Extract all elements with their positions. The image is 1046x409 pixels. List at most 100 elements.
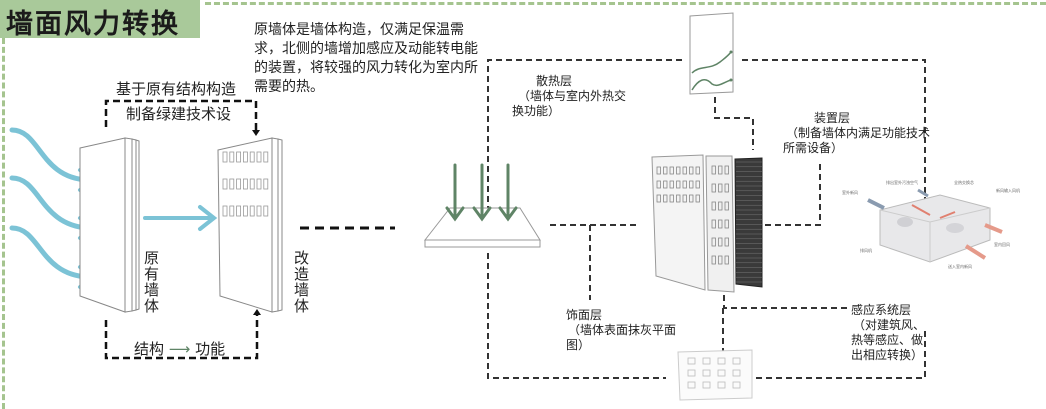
keypad-key: [687, 369, 696, 377]
keypad-key: [732, 369, 741, 377]
wall-slot: [695, 194, 700, 203]
finish-layer-title: 饰面层: [566, 308, 603, 322]
device-label-exhaust-fan: 排风机: [860, 248, 872, 253]
sensing-layer-desc-3: 出相应转换）: [851, 348, 924, 362]
wall-slot: [249, 205, 255, 217]
wall-slot: [242, 205, 248, 217]
wall-slot: [718, 201, 723, 211]
wall-slot: [236, 151, 242, 163]
top-bracket-connector: [104, 99, 258, 130]
wall-slot: [724, 255, 729, 265]
wall-slot: [256, 151, 262, 163]
wall-slot: [656, 166, 661, 175]
device-layer-desc-1: （制备墙体内满足功能技术: [786, 126, 931, 140]
wall-slot: [676, 180, 681, 189]
wall-slot: [682, 194, 687, 203]
keypad-key: [687, 381, 696, 389]
keypad-key: [717, 369, 726, 377]
finish-layer-slab: [423, 163, 541, 248]
page-title: 墙面风力转换: [6, 9, 180, 40]
wall-slot: [249, 178, 255, 190]
wind-arrow-1: [9, 127, 91, 183]
label-function: 功能: [195, 340, 226, 358]
device-label-core: 全热交换芯: [954, 180, 974, 185]
keypad-key: [702, 357, 711, 365]
modified-wall: [217, 137, 283, 313]
wall-slot: [256, 205, 262, 217]
heat-panel-icon: [689, 12, 734, 95]
device-label-supply-fan: 新风输入风机: [996, 188, 1020, 193]
wall-slot: [263, 178, 269, 190]
label-modified-wall: 改造墙体: [294, 249, 310, 315]
sensing-layer-desc-1: （对建筑风、: [853, 318, 926, 332]
title-box: 墙面风力转换: [0, 0, 200, 40]
wall-slot: [711, 165, 716, 175]
dashed-connectors: [300, 59, 926, 379]
wall-slot: [695, 180, 700, 189]
wall-slot: [249, 151, 255, 163]
wall-slot: [682, 166, 687, 175]
wall-slot: [711, 237, 716, 247]
modified-wall-slots: [222, 151, 269, 217]
sensing-keypad-icon: [677, 349, 753, 401]
keypad-key: [687, 357, 696, 365]
wall-slot: [718, 165, 723, 175]
label-structure-to-function: 结构 ⟶ 功能: [134, 340, 225, 358]
arrow-right-icon: ⟶: [168, 340, 191, 358]
description-text: 原墙体是墙体构造，仅满足保温需求，北侧的墙增加感应及动能转电能的装置，将较强的风…: [254, 22, 478, 95]
wall-slot: [689, 166, 694, 175]
keypad-key: [702, 381, 711, 389]
wall-slot: [229, 205, 235, 217]
wall-slot: [724, 183, 729, 193]
wall-slot: [718, 219, 723, 229]
wind-arrow-2: [9, 175, 91, 231]
wall-slot: [656, 180, 661, 189]
wall-slot: [222, 205, 228, 217]
wall-slot: [724, 219, 729, 229]
wall-slot: [676, 166, 681, 175]
ventilation-device-image: [867, 188, 1003, 263]
wall-slot: [711, 255, 716, 265]
device-label-supply-air: 送入室内新风: [948, 264, 972, 269]
sensing-layer-desc-2: 热等感应、做: [851, 333, 924, 347]
radiator-mesh: [736, 161, 762, 283]
wall-slot: [663, 194, 668, 203]
wall-slot: [242, 178, 248, 190]
wall-slot: [663, 180, 668, 189]
wall-slot: [689, 194, 694, 203]
wind-arrow-3: [9, 225, 91, 280]
device-layer-title: 装置层: [814, 111, 851, 125]
keypad-key: [732, 381, 741, 389]
wall-slot: [682, 180, 687, 189]
wall-slot: [689, 180, 694, 189]
wall-slot: [718, 255, 723, 265]
wall-slot: [669, 166, 674, 175]
device-layer-desc-2: 所需设备）: [783, 141, 844, 155]
keypad-key: [732, 357, 741, 365]
wall-slot: [676, 194, 681, 203]
wall-slot: [242, 151, 248, 163]
wall-slot: [718, 237, 723, 247]
keypad-key: [717, 357, 726, 365]
bottom-bracket-connector: [104, 315, 259, 360]
wall-slot: [263, 151, 269, 163]
device-label-return-air: 室内回风: [994, 242, 1010, 247]
arrow-up-icon: [253, 309, 261, 315]
wall-slot: [229, 178, 235, 190]
wall-slot: [711, 201, 716, 211]
wall-slot: [695, 166, 700, 175]
frame-border-top: [205, 2, 1046, 5]
label-original-wall: 原有墙体: [144, 249, 160, 315]
wall-slot: [669, 180, 674, 189]
wall-slot: [711, 219, 716, 229]
label-based-on-structure: 基于原有结构构造: [116, 80, 237, 98]
sensing-layer-title: 感应系统层: [851, 303, 912, 317]
keypad-key: [717, 381, 726, 389]
finish-layer-desc-2: 图）: [566, 338, 591, 352]
wall-slot: [656, 194, 661, 203]
wall-slot: [724, 201, 729, 211]
wall-slot: [711, 183, 716, 193]
wall-slot: [669, 194, 674, 203]
wall-slot: [718, 183, 723, 193]
